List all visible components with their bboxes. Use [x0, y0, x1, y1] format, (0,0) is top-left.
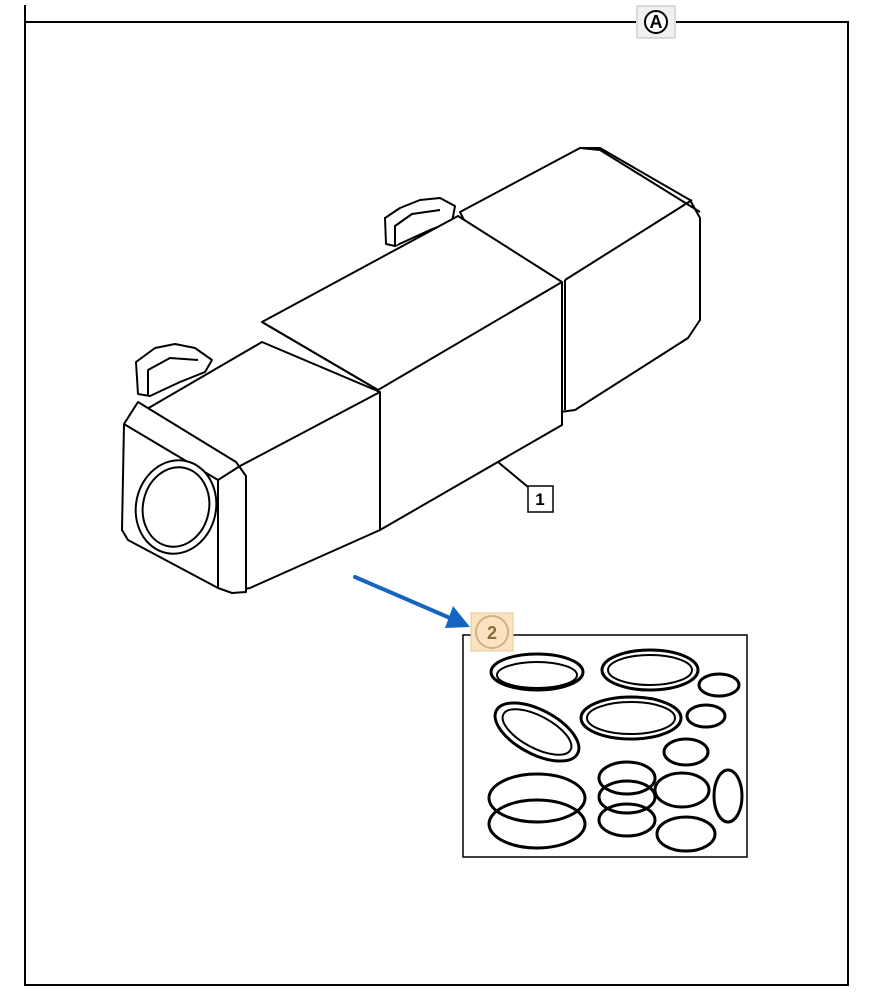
callout-1[interactable]: 1: [527, 485, 554, 513]
seal-kit-inset: [462, 634, 748, 858]
callout-1-text: 1: [535, 490, 544, 509]
pointer-arrow: [353, 575, 470, 628]
callout-2-text: 2: [487, 623, 497, 643]
solenoid-valve-drawing: [121, 147, 701, 594]
view-label-a: A: [636, 5, 676, 39]
diagram-frame: [24, 5, 849, 986]
view-label-text: A: [650, 12, 663, 32]
callout-2[interactable]: 2: [470, 612, 514, 652]
